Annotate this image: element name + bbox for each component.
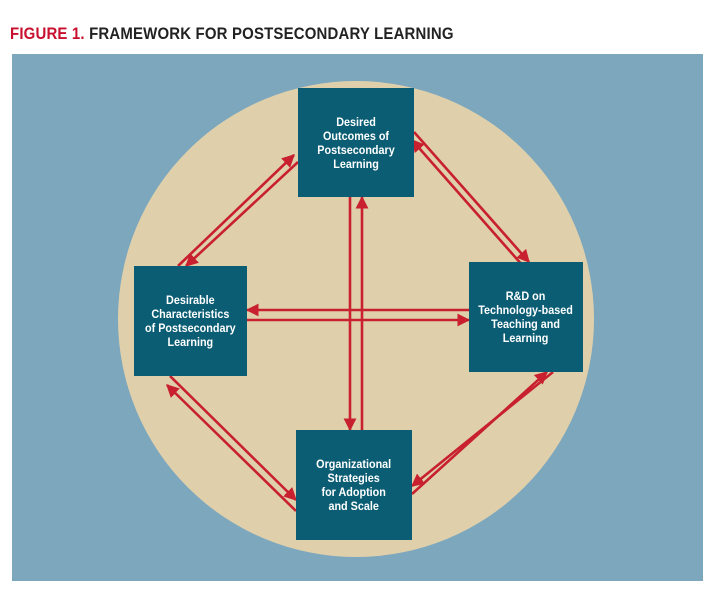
figure-heading: FRAMEWORK FOR POSTSECONDARY LEARNING	[89, 24, 454, 43]
node-desirable-characteristics-label: Desirable Characteristics of Postseconda…	[145, 293, 236, 349]
arrow-rd-to-outcomes	[411, 139, 524, 267]
node-desired-outcomes-label: Desired Outcomes of Postsecondary Learni…	[317, 114, 395, 171]
node-rd-technology: R&D on Technology-based Teaching and Lea…	[469, 262, 583, 372]
diagram-panel: Desired Outcomes of Postsecondary Learni…	[12, 54, 703, 581]
node-rd-technology-label: R&D on Technology-based Teaching and Lea…	[478, 289, 574, 345]
node-organizational-strategies-label: Organizational Strategies for Adoption a…	[316, 457, 392, 513]
node-desirable-characteristics: Desirable Characteristics of Postseconda…	[134, 266, 247, 376]
node-organizational-strategies: Organizational Strategies for Adoption a…	[296, 430, 412, 540]
arrow-rd-to-strategies	[410, 370, 554, 488]
arrow-strategies-to-characteristics	[166, 384, 297, 512]
arrow-characteristics-to-outcomes	[177, 154, 295, 267]
arrows-group	[166, 131, 554, 512]
diagram-canvas	[118, 81, 594, 557]
figure-number: FIGURE 1.	[10, 24, 85, 43]
figure-title: FIGURE 1. FRAMEWORK FOR POSTSECONDARY LE…	[10, 24, 454, 44]
arrow-characteristics-to-strategies	[169, 375, 297, 501]
node-desired-outcomes: Desired Outcomes of Postsecondary Learni…	[298, 88, 414, 197]
arrow-outcomes-to-rd	[413, 131, 530, 263]
arrow-outcomes-to-characteristics	[185, 161, 299, 267]
